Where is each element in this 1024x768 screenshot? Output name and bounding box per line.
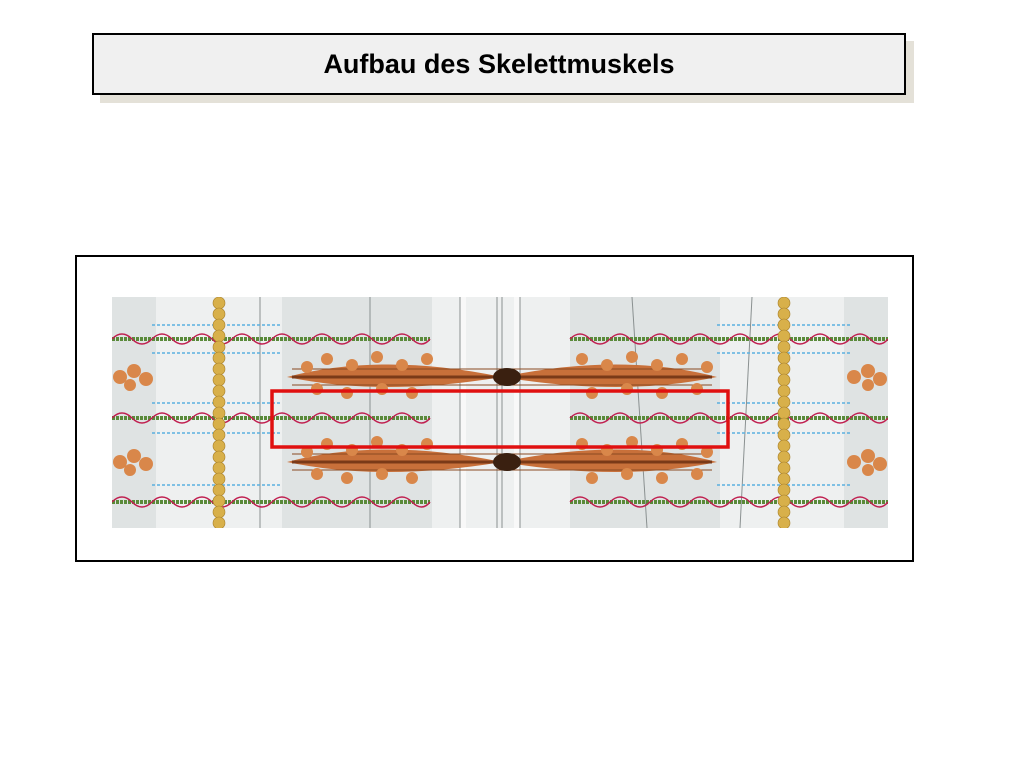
page-title: Aufbau des Skelettmuskels [323,48,675,79]
myosin-fragments-edge [113,364,887,476]
myosin-filament-lower [287,436,717,484]
highlight-box [270,389,730,449]
membrane-lines [259,297,753,528]
diagram-background [112,297,888,528]
panel [844,297,888,528]
actin-row-3 [112,496,888,508]
actin-row-1 [112,333,888,345]
panel [282,297,432,528]
z-disc-right [777,297,791,528]
sarcomere-diagram [112,297,888,528]
panel [514,297,520,528]
z-disc-left [212,297,226,528]
z-discs [212,297,791,528]
myosin-filament-upper [287,351,717,399]
panel [112,297,156,528]
title-box: Aufbau des Skelettmuskels [92,33,906,95]
panel [460,297,466,528]
